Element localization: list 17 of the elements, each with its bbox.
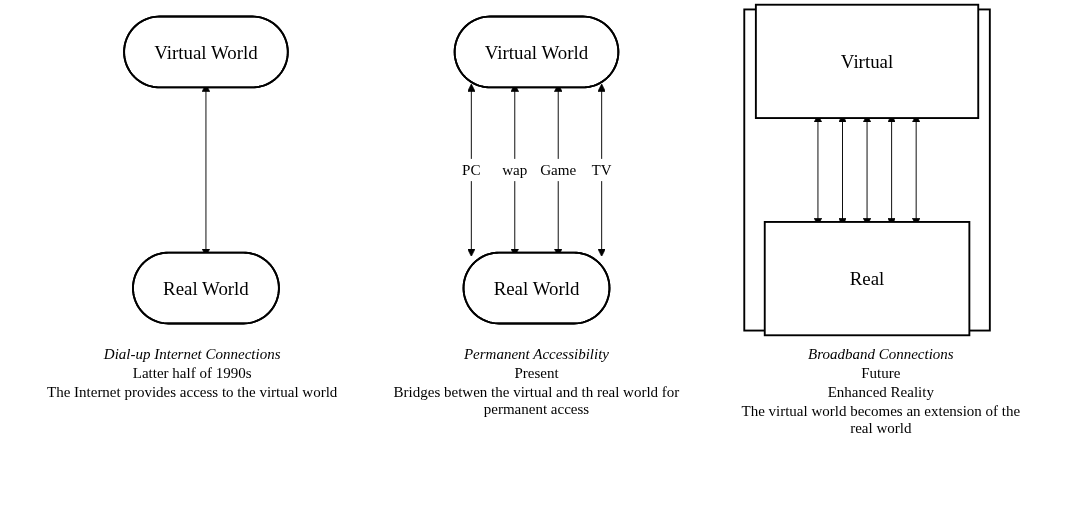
caption-text: Bridges betwen the virtual and th real world for permanent access: [392, 384, 681, 418]
side-label: Permanent Accessibility: [462, 346, 611, 363]
edge-label: PC: [462, 161, 481, 178]
edge-label: Game: [540, 161, 577, 178]
caption-text: Enhanced Reality: [826, 384, 935, 401]
node-box: Virtual: [754, 3, 980, 119]
side-label: Dial-up Internet Connections: [102, 346, 282, 363]
caption-text: Latter half of 1990s: [131, 365, 253, 382]
caption-text: The virtual world becomes an extension of the real world: [740, 403, 1022, 437]
side-label: Broadband Connections: [806, 346, 955, 363]
caption-text: The Internet provides access to the virtual world: [46, 384, 339, 401]
edge-label: TV: [591, 161, 612, 178]
caption-text: Future: [860, 365, 902, 382]
node-box: Real: [763, 221, 971, 337]
edge-label: wap: [502, 161, 528, 178]
cluster: [743, 8, 991, 332]
caption-text: Present: [513, 365, 560, 382]
